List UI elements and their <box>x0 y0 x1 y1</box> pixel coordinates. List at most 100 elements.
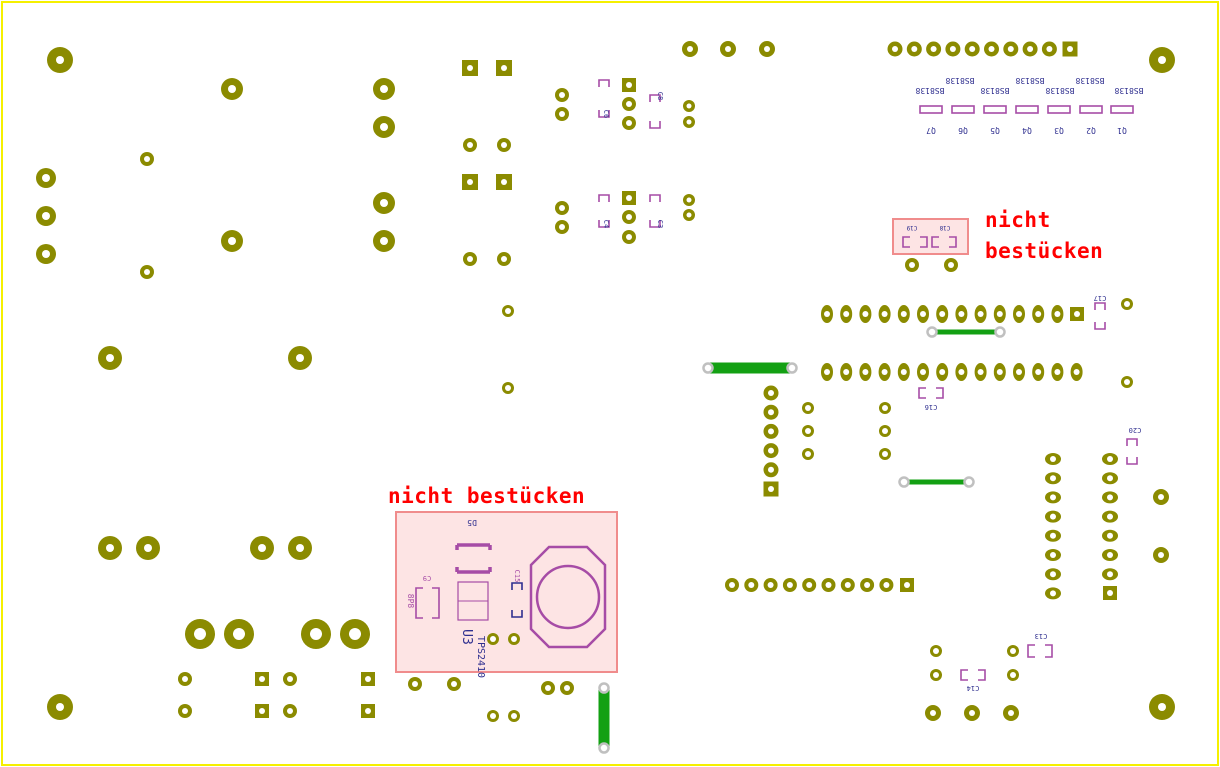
traces <box>598 329 1003 754</box>
c15-outline <box>511 582 523 618</box>
pad-hole <box>930 46 937 52</box>
pad-hole <box>768 390 774 396</box>
pad-hole <box>1107 571 1113 578</box>
pad-hole <box>1107 456 1113 462</box>
via <box>926 326 938 338</box>
pad-hole <box>767 582 774 588</box>
pad-hole <box>380 199 388 207</box>
pad-hole <box>194 628 206 640</box>
c17-outline <box>1094 302 1106 330</box>
note-do-not-populate-bottom: nicht bestücken <box>388 481 585 512</box>
pad-hole <box>977 311 984 317</box>
pad-hole <box>626 214 632 220</box>
pad-hole <box>1050 532 1056 539</box>
pad-hole <box>1010 672 1016 678</box>
note-top-line2: bestücken <box>985 239 1104 263</box>
pad-hole <box>287 676 293 682</box>
pad-hole <box>182 708 188 714</box>
pad-hole <box>1054 369 1061 375</box>
pad-hole <box>259 708 265 714</box>
q6-label: Q6 <box>958 126 968 135</box>
pad-hole <box>686 103 692 109</box>
pad-hole <box>559 111 565 117</box>
pad-hole <box>1107 475 1113 482</box>
note-bottom-line1: nicht bestücken <box>388 484 586 508</box>
pad-hole <box>182 676 188 682</box>
pad-hole <box>1158 494 1164 500</box>
pad-hole <box>545 685 551 691</box>
pad-hole <box>825 582 832 588</box>
q6-type-label: BS8138 <box>945 76 974 85</box>
pad-hole <box>228 237 236 245</box>
pad-hole <box>56 56 64 64</box>
pad-hole <box>900 369 907 375</box>
pad-hole <box>969 46 976 52</box>
pad-hole <box>1008 710 1014 716</box>
q4-type-label: BS8138 <box>1015 76 1044 85</box>
pad-hole <box>626 120 632 126</box>
pad-hole <box>42 250 50 258</box>
pad-hole <box>1107 494 1113 501</box>
pad-hole <box>1107 513 1113 520</box>
pad-hole <box>1027 46 1034 52</box>
c18-outline <box>931 236 957 248</box>
pad-hole <box>287 708 293 714</box>
pad-hole <box>56 703 64 711</box>
pad-hole <box>144 544 152 552</box>
pad-hole <box>501 65 507 71</box>
c4-label: C4 <box>602 220 610 228</box>
pad-hole <box>806 582 813 588</box>
u3-part-label: TPS2410 <box>475 636 486 678</box>
pad-hole <box>948 262 954 268</box>
q3-outline <box>1047 105 1071 114</box>
c16-label: C16 <box>925 403 938 411</box>
pad-hole <box>1035 311 1042 317</box>
pad-hole <box>768 409 774 416</box>
pad-hole <box>42 212 50 220</box>
pad-hole <box>882 428 888 434</box>
keepout-zone-bottom <box>395 511 618 673</box>
pad-hole <box>768 486 774 492</box>
c18-label: C18 <box>939 224 950 231</box>
c14-outline <box>960 669 986 681</box>
pad-hole <box>930 710 936 716</box>
pad-hole <box>467 65 473 71</box>
pad-hole <box>1124 379 1130 385</box>
c13-label: C13 <box>1035 632 1048 640</box>
pad-hole <box>920 311 926 317</box>
pad-hole <box>844 582 851 588</box>
q5-outline <box>983 105 1007 114</box>
d5-label: D5 <box>467 518 477 527</box>
pad-hole <box>412 681 418 687</box>
pad-hole <box>881 311 888 317</box>
via <box>598 682 610 694</box>
c4-outline <box>598 194 610 228</box>
q3-label: Q3 <box>1054 126 1064 135</box>
pad-hole <box>1158 552 1164 558</box>
pad-hole <box>1107 532 1113 539</box>
q1-label: Q1 <box>1117 126 1127 135</box>
pad-hole <box>505 385 511 391</box>
pad-hole <box>1050 552 1056 558</box>
pad-hole <box>626 195 632 201</box>
pad-hole <box>862 311 869 317</box>
q5-label: Q5 <box>990 126 1000 135</box>
pad-hole <box>626 101 632 107</box>
pad-hole <box>626 82 632 88</box>
pad-hole <box>786 582 793 588</box>
inductor-outline <box>529 545 607 649</box>
pad-hole <box>900 311 907 317</box>
pad-hole <box>1050 456 1056 462</box>
pad-hole <box>805 428 811 434</box>
note-do-not-populate-top: nicht bestücken <box>985 205 1103 267</box>
pad-hole <box>310 628 322 640</box>
pad-hole <box>1050 571 1056 578</box>
q4-label: Q4 <box>1022 126 1032 135</box>
pad-hole <box>768 447 774 454</box>
pad-hole <box>725 46 731 52</box>
pad-hole <box>977 369 984 375</box>
pad-hole <box>380 85 388 93</box>
pad-hole <box>1016 311 1022 317</box>
pad-hole <box>988 46 995 52</box>
